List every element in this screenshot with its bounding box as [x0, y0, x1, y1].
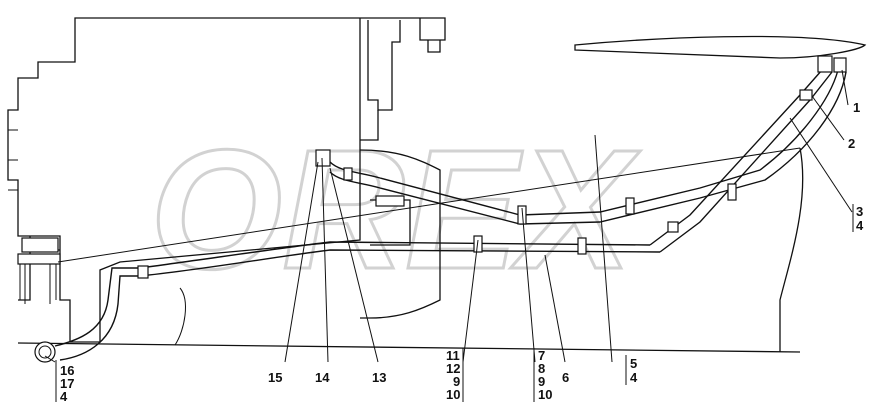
callout-3-4: 3 4: [852, 204, 864, 233]
callout-14: 14: [315, 370, 330, 385]
callout-11-line-0: 11: [446, 348, 460, 363]
callout-11-line-2: 9: [453, 374, 460, 389]
callout-16-line-0: 16: [60, 363, 74, 378]
callout-13-line-0: 13: [372, 370, 386, 385]
callout-5-line-1: 4: [630, 370, 638, 385]
callout-11-line-1: 12: [446, 361, 460, 376]
callout-3-line-0: 3: [856, 204, 863, 219]
callout-2: 2: [848, 136, 855, 151]
callout-1-line-0: 1: [853, 100, 860, 115]
frame-rails: [17, 147, 804, 353]
callout-5-line-0: 5: [630, 356, 637, 371]
callout-16-line-2: 4: [60, 389, 68, 404]
callout-7-line-0: 7: [538, 348, 545, 363]
callout-14-line-0: 14: [315, 370, 330, 385]
callout-15: 15: [268, 370, 282, 385]
callout-7-line-1: 8: [538, 361, 545, 376]
callout-7-line-2: 9: [538, 374, 545, 389]
engine-block-outline: [7, 17, 446, 343]
callout-16-line-1: 17: [60, 376, 74, 391]
callout-13: 13: [372, 370, 386, 385]
callout-16-17-4: 16 17 4: [55, 360, 74, 404]
callout-15-line-0: 15: [268, 370, 282, 385]
callout-6-line-0: 6: [562, 370, 569, 385]
return-hose: [54, 267, 186, 361]
callout-11-line-3: 10: [446, 387, 460, 402]
hose-fittings: [34, 55, 847, 363]
callout-2-line-0: 2: [848, 136, 855, 151]
callout-6: 6: [562, 370, 569, 385]
filter-housing: [17, 237, 61, 304]
lower-hose: [139, 241, 661, 277]
callout-11-12-9-10: 11 12 9 10: [446, 348, 464, 402]
flywheel-housing: [359, 149, 441, 319]
callout-7-8-9-10: 7 8 9 10: [533, 348, 552, 402]
leader-lines: [44, 69, 853, 363]
hose-clamps: [137, 89, 813, 279]
callout-5-4: 5 4: [625, 355, 638, 385]
callout-7-line-3: 10: [538, 387, 552, 402]
cab-roof-outline: [574, 35, 867, 59]
callout-3-line-1: 4: [856, 218, 864, 233]
callout-1: 1: [853, 100, 860, 115]
